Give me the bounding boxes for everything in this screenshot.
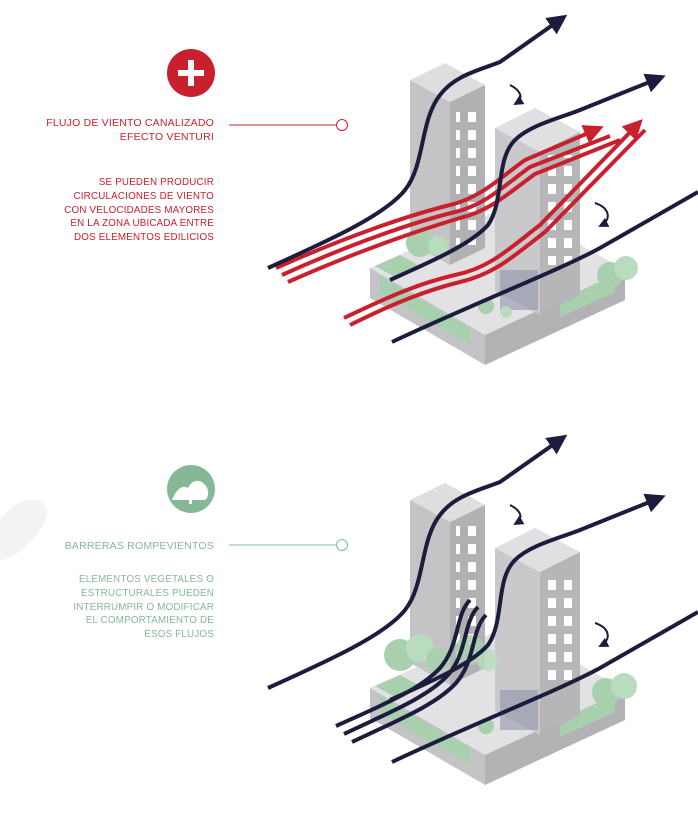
panel-2-description: ELEMENTOS VEGETALES O ESTRUCTURALES PUED… <box>0 573 214 642</box>
wind-flow-lines <box>267 14 698 344</box>
description-line: CON VELOCIDADES MAYORES <box>64 204 214 216</box>
description-line: ESTRUCTURALES PUEDEN <box>80 587 214 599</box>
venturi-flow-lines <box>275 119 647 327</box>
panel-venturi <box>167 14 698 365</box>
tree-icon <box>167 465 215 513</box>
description-line: EL COMPORTAMIENTO DE <box>85 615 214 627</box>
panel-1-title-line: FLUJO DE VIENTO CANALIZADO <box>46 117 214 129</box>
panel-1-description: SE PUEDEN PRODUCIR CIRCULACIONES DE VIEN… <box>0 176 214 245</box>
panel-1-title: FLUJO DE VIENTO CANALIZADO EFECTO VENTUR… <box>46 116 214 144</box>
building-front <box>495 528 580 735</box>
panel-rompevientos <box>0 434 698 785</box>
description-line: CIRCULACIONES DE VIENTO <box>73 190 214 202</box>
plus-icon <box>167 49 215 97</box>
description-line: SE PUEDEN PRODUCIR <box>98 177 214 188</box>
description-line: DOS ELEMENTOS EDILICIOS <box>74 232 214 244</box>
leader-line <box>229 539 348 551</box>
panel-2-title-line: BARRERAS ROMPEVIENTOS <box>64 540 214 552</box>
description-line: ELEMENTOS VEGETALES O <box>78 574 214 585</box>
panel-1-subtitle: EFECTO VENTURI <box>119 131 214 143</box>
wind-flow-lines <box>267 434 698 764</box>
leader-line <box>229 119 348 131</box>
description-line: INTERRUMPIR O MODIFICAR <box>73 601 214 613</box>
trees <box>406 229 638 318</box>
panel-2-title: BARRERAS ROMPEVIENTOS <box>65 539 214 553</box>
description-line: EN LA ZONA UBICADA ENTRE <box>70 218 214 230</box>
description-line: ESOS FLUJOS <box>144 629 214 641</box>
